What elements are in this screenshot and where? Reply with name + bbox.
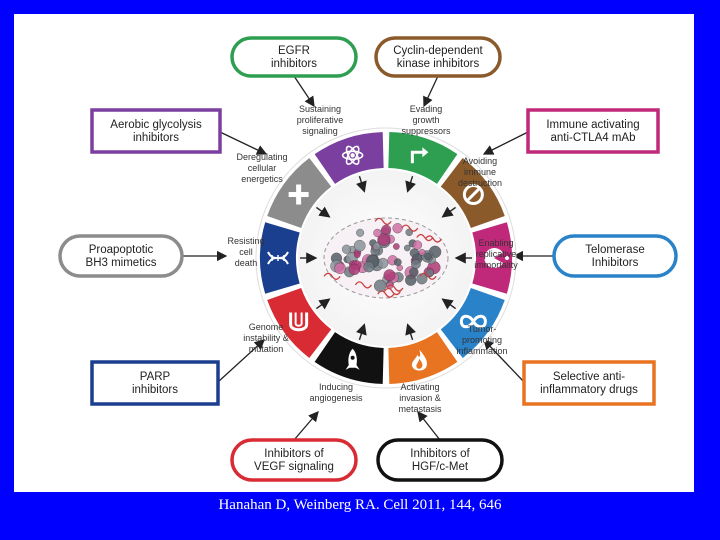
inward-arrow — [356, 175, 367, 193]
inward-arrow — [316, 206, 331, 218]
vessel-icon — [289, 312, 309, 332]
inward-arrow — [405, 323, 416, 341]
connector-arrow — [293, 411, 319, 441]
connector-arrows — [182, 75, 554, 441]
inward-arrow — [405, 175, 416, 193]
drug-box-label: Selective anti-inflammatory drugs — [540, 371, 638, 396]
inward-arrow — [356, 323, 367, 341]
hallmark-segment — [267, 288, 332, 358]
connector-arrow — [482, 131, 529, 155]
connector-arrow — [217, 339, 265, 383]
connector-arrow — [417, 410, 441, 441]
arrow-icon — [410, 147, 429, 164]
flame-icon — [411, 349, 427, 371]
inward-arrow — [316, 298, 331, 310]
cross-icon — [288, 184, 309, 205]
infinity-icon — [459, 314, 487, 329]
tumor-cells-illustration — [298, 170, 474, 346]
connector-arrow — [423, 75, 439, 108]
drug-box: Selective anti-inflammatory drugs — [522, 360, 656, 406]
hallmark-segment — [388, 132, 458, 184]
prohibited-icon — [462, 184, 484, 206]
connector-arrow — [219, 131, 268, 155]
rocket-icon — [345, 348, 360, 370]
connector-arrow — [483, 339, 525, 383]
atom-icon — [341, 145, 364, 165]
inward-arrow — [441, 206, 456, 218]
connector-arrow — [293, 75, 315, 108]
citation: Hanahan D, Weinberg RA. Cell 2011, 144, … — [218, 497, 502, 513]
dna-icon — [267, 251, 289, 265]
pacman-icon — [484, 248, 509, 268]
inward-arrow — [441, 298, 456, 310]
